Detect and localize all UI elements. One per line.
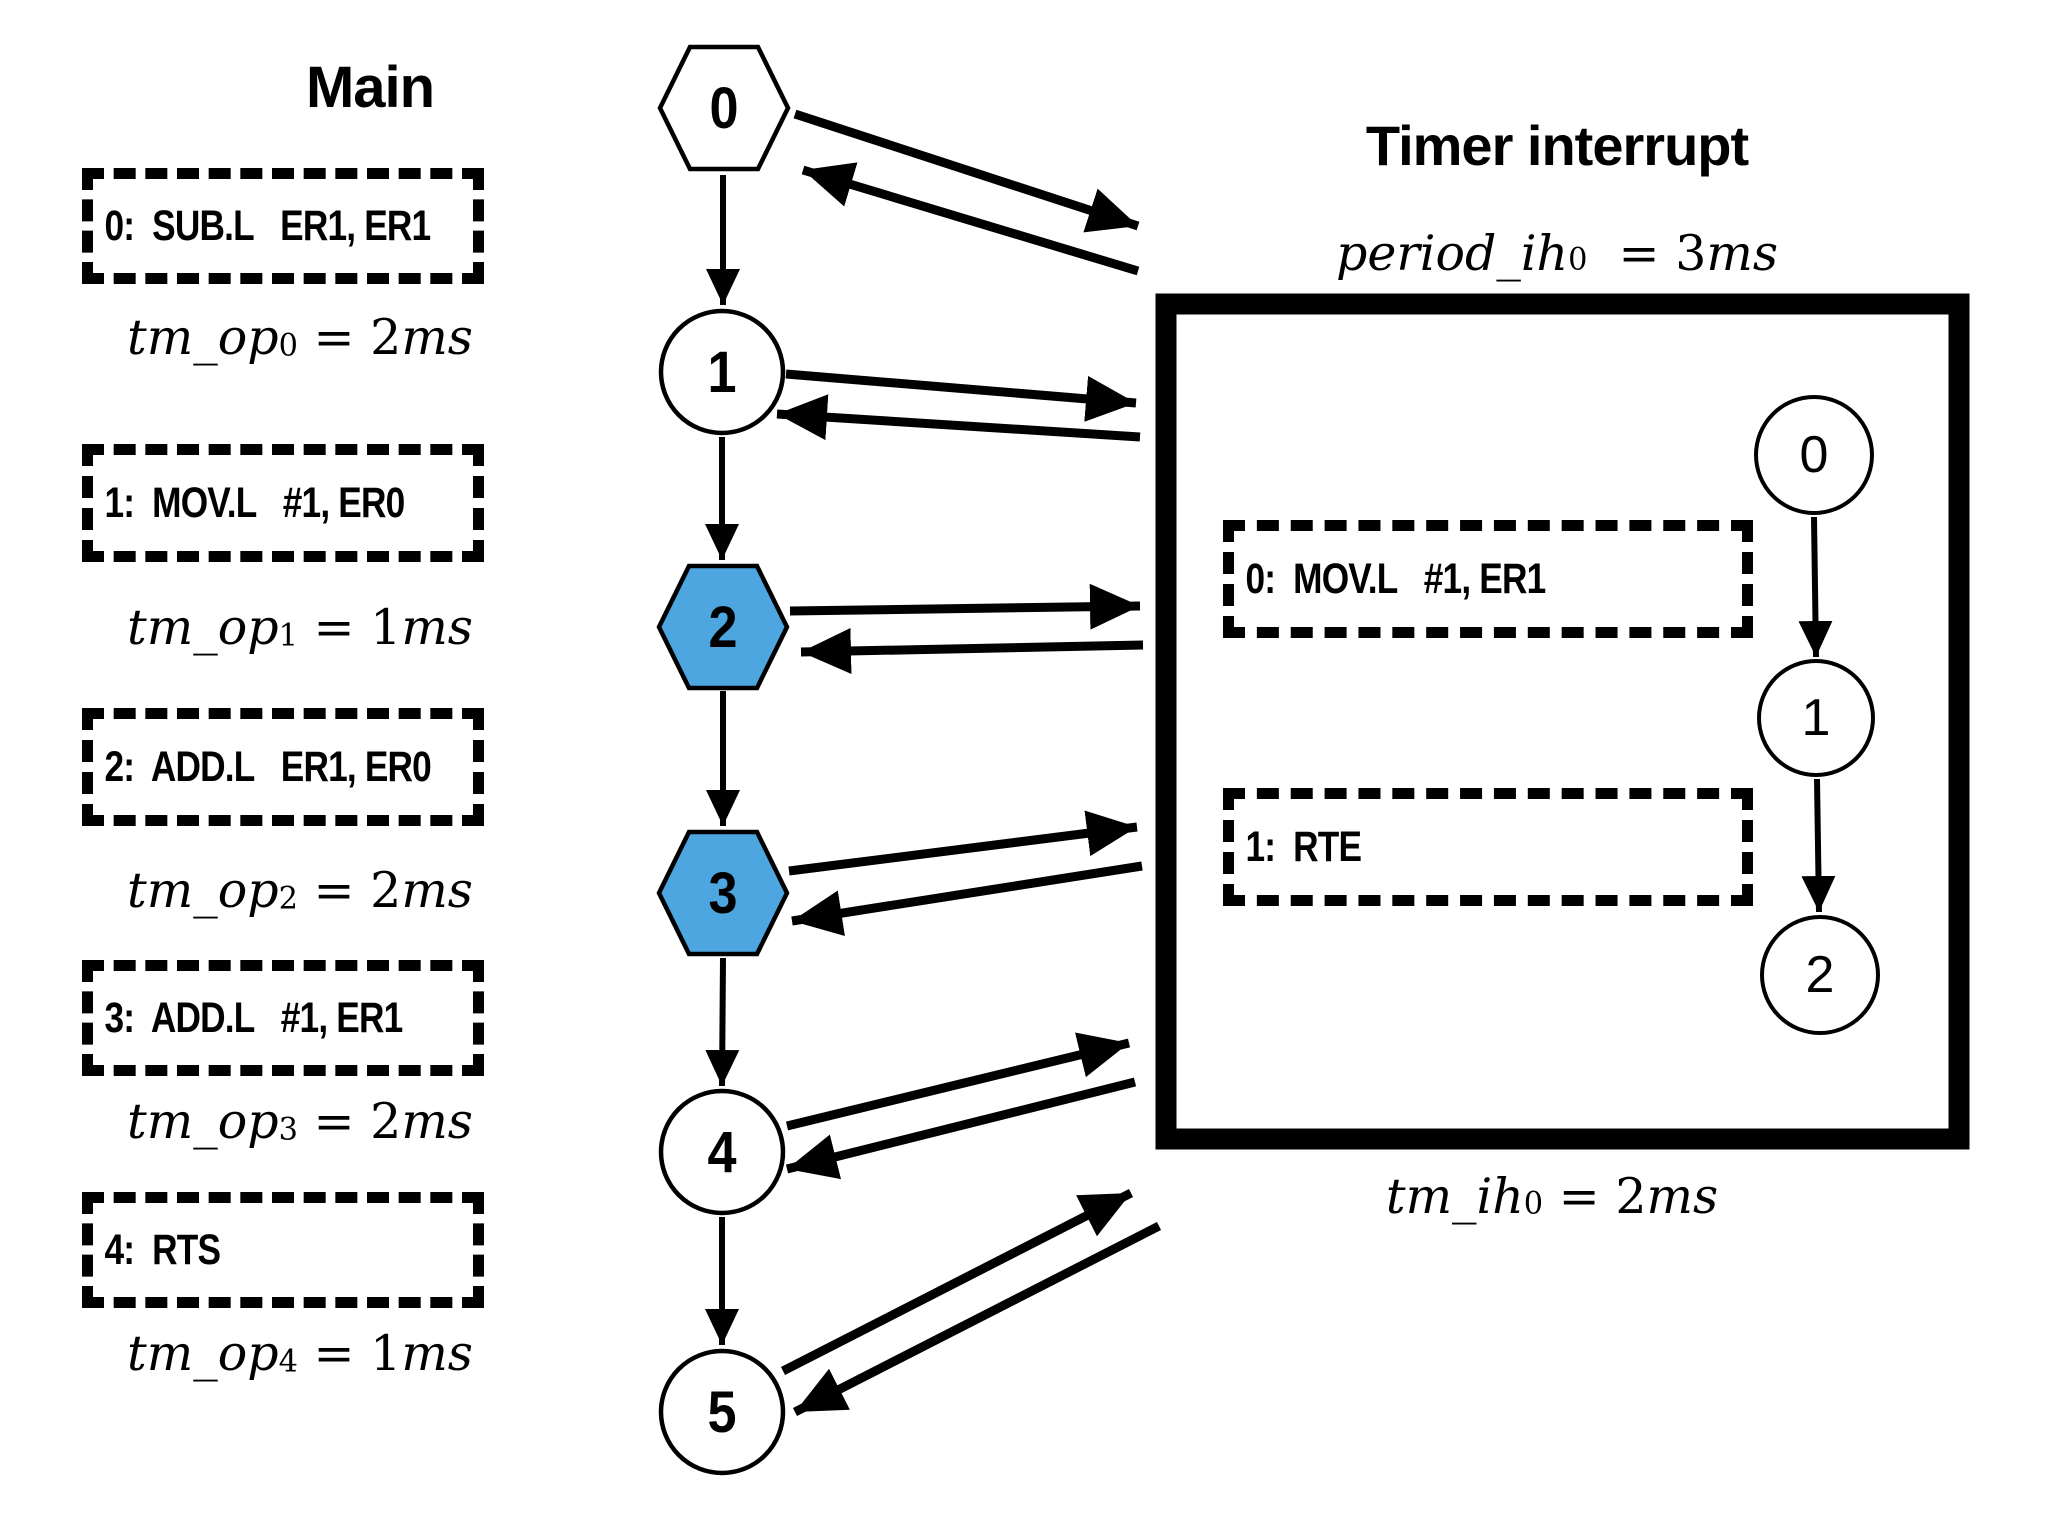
main-node-5-label: 5	[707, 1379, 737, 1445]
main-node-0-label: 0	[709, 75, 739, 141]
main-node-4-circle	[658, 1088, 786, 1216]
interrupt-return-to-node3	[791, 861, 1143, 936]
interrupt-call-from-node0	[793, 109, 1140, 233]
main-node-5-circle	[658, 1348, 786, 1476]
main-node-3-hexagon	[656, 829, 790, 957]
interrupt-call-from-node1	[785, 369, 1137, 422]
interrupt-return-to-node5	[792, 1221, 1162, 1417]
main-instruction-text-1: 1: MOV.L #1, ER0	[104, 478, 405, 527]
main-instruction-text-2: 2: ADD.L ER1, ER0	[104, 742, 431, 791]
main-instruction-text-4: 4: RTS	[104, 1225, 221, 1274]
interrupt-return-to-node1	[776, 394, 1141, 442]
timer-node-0-circle	[1754, 395, 1874, 515]
timer-instruction-box-0: 0: MOV.L #1, ER1	[1223, 520, 1753, 638]
timer-node-2-label: 2	[1805, 946, 1835, 1004]
main-instruction-box-1: 1: MOV.L #1, ER0	[82, 444, 484, 562]
main-node-2-hexagon	[656, 563, 790, 691]
timer-node-2-circle	[1760, 915, 1880, 1035]
main-instruction-box-0: 0: SUB.L ER1, ER1	[82, 168, 484, 284]
timer-node-1-label: 1	[1801, 689, 1831, 747]
interrupt-call-from-node2	[789, 583, 1141, 630]
timer-instruction-text-0: 0: MOV.L #1, ER1	[1245, 554, 1546, 603]
main-node-1-circle	[658, 308, 786, 436]
main-node-4-label: 4	[707, 1119, 737, 1185]
edge-timer-0-1	[1798, 516, 1833, 658]
timer-instruction-box-1: 1: RTE	[1223, 788, 1753, 906]
main-title: Main	[305, 54, 435, 120]
main-node-1-label: 1	[707, 339, 737, 405]
edge-main-3-4	[705, 957, 740, 1087]
interrupt-return-to-node0	[801, 162, 1140, 276]
interrupt-call-from-node4	[785, 1032, 1131, 1131]
timer-instruction-text-1: 1: RTE	[1245, 822, 1362, 871]
timer-node-0-label: 0	[1799, 426, 1829, 484]
main-instruction-text-0: 0: SUB.L ER1, ER1	[104, 201, 431, 250]
main-node-0-hexagon	[657, 44, 791, 172]
main-instruction-text-3: 3: ADD.L #1, ER1	[104, 993, 403, 1042]
main-instruction-box-3: 3: ADD.L #1, ER1	[82, 960, 484, 1076]
main-node-3-label: 3	[708, 860, 738, 926]
interrupt-call-from-node3	[788, 810, 1138, 876]
interrupt-call-from-node5	[780, 1188, 1134, 1376]
edge-timer-1-2	[1801, 778, 1836, 913]
interrupt-return-to-node2	[800, 627, 1144, 674]
main-instruction-box-2: 2: ADD.L ER1, ER0	[82, 708, 484, 826]
timer-node-1-circle	[1757, 659, 1875, 777]
interrupt-return-to-node4	[785, 1077, 1137, 1180]
main-node-2-label: 2	[708, 594, 738, 660]
timer-title: Timer interrupt	[1365, 113, 1749, 177]
main-instruction-box-4: 4: RTS	[82, 1192, 484, 1308]
